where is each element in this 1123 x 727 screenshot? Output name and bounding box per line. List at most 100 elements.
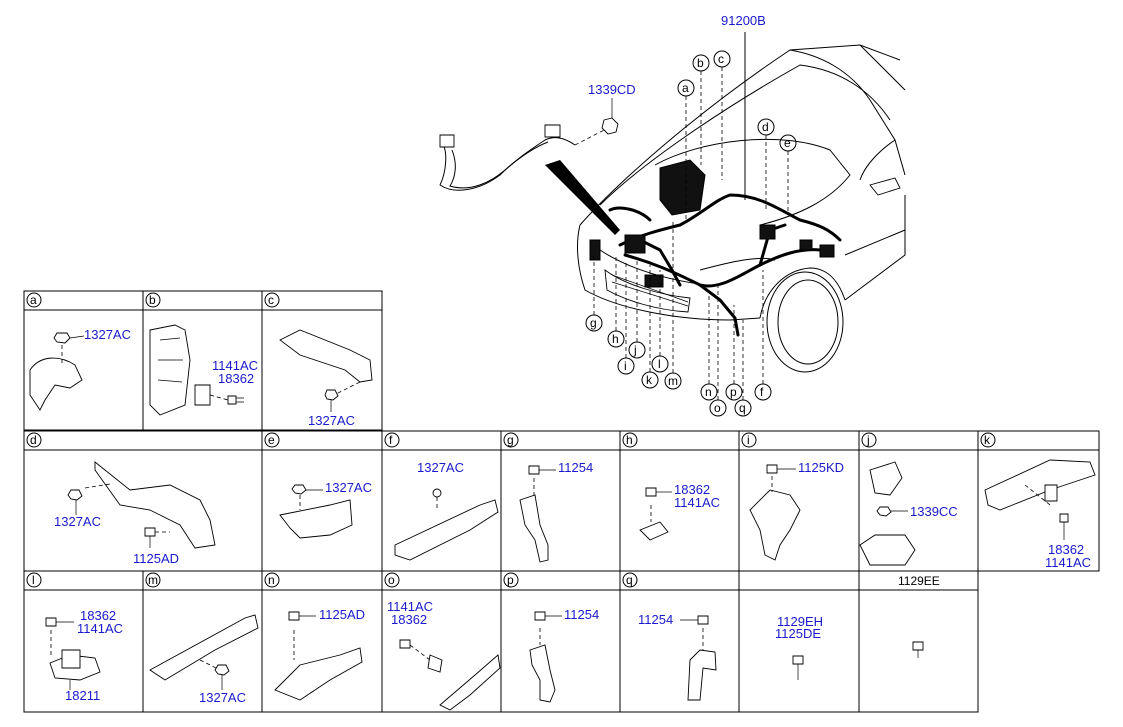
part-f-1: 1327AC [417, 460, 464, 475]
callout-label: n [705, 385, 712, 399]
part-l-3: 18211 [65, 688, 100, 703]
part-j-1: 1339CC [910, 504, 958, 519]
callout-e: e [779, 134, 797, 215]
callout-b: b [692, 54, 710, 165]
svg-text:g: g [507, 433, 514, 447]
cell-header-l: l [26, 572, 42, 588]
cell-header-q: q [622, 572, 638, 588]
part-c-1: 1327AC [308, 413, 355, 428]
part-l-2: 1141AC [77, 621, 123, 636]
cell-header-g: g [503, 432, 519, 448]
callout-label: i [624, 359, 627, 373]
part-k-2: 1141AC [1045, 555, 1091, 570]
callout-label: f [760, 385, 764, 399]
callout-i: i [617, 260, 635, 375]
part-k-1: 18362 [1048, 542, 1084, 557]
svg-text:e: e [268, 433, 275, 447]
part-d-2: 1125AD [133, 551, 179, 566]
part-o-2: 18362 [391, 612, 427, 627]
cell-header-i: i [741, 432, 757, 448]
part-h-1: 18362 [674, 482, 710, 497]
parts-grid [23, 290, 1100, 713]
callout-p: p [725, 305, 743, 401]
cell-header-p: p [503, 572, 519, 588]
callout-label: g [590, 316, 597, 330]
callout-m: m [664, 220, 682, 390]
callout-label: e [784, 136, 791, 150]
svg-text:p: p [507, 573, 514, 587]
callout-j: j [628, 260, 646, 359]
callout-label: d [762, 120, 769, 134]
part-a-1: 1327AC [84, 327, 131, 342]
part-q-1: 11254 [638, 612, 673, 627]
part-r-2: 1125DE [775, 626, 821, 641]
part-drawings [29, 324, 1096, 711]
callout-label: j [633, 343, 637, 357]
callout-label: a [682, 81, 689, 95]
svg-text:h: h [626, 433, 633, 447]
callout-c: c [713, 50, 731, 180]
part-h-2: 1141AC [674, 495, 720, 510]
part-o-1: 1141AC [387, 599, 433, 614]
callout-label: k [646, 373, 653, 387]
callout-label: h [612, 332, 619, 346]
cell-header-c: c [264, 292, 280, 308]
svg-text:k: k [984, 433, 991, 447]
cell-header-f: f [384, 432, 400, 448]
callout-d: d [757, 118, 775, 210]
svg-text:l: l [32, 573, 35, 587]
part-m-1: 1327AC [199, 690, 246, 705]
car-engine-bay-illustration [439, 32, 906, 373]
callout-label: m [668, 374, 678, 388]
svg-text:o: o [388, 573, 395, 587]
cell-header-e: e [264, 432, 280, 448]
cell-header-b: b [145, 292, 161, 308]
callout-label: c [718, 52, 724, 66]
callout-l: l [651, 270, 669, 373]
svg-text:q: q [626, 573, 633, 587]
part-g-1: 11254 [558, 460, 593, 475]
cell-header-a: a [26, 292, 42, 308]
svg-text:n: n [268, 573, 275, 587]
svg-text:d: d [30, 433, 37, 447]
callout-label: p [730, 385, 737, 399]
cell-header-h: h [622, 432, 638, 448]
part-l-1: 18362 [80, 608, 116, 623]
callout-h: h [607, 255, 625, 348]
svg-text:f: f [389, 433, 393, 447]
callout-f: f [754, 270, 772, 401]
callout-g: g [585, 255, 603, 332]
svg-text:b: b [149, 293, 156, 307]
svg-text:c: c [268, 293, 274, 307]
callout-label: b [697, 56, 704, 70]
cell-header-m: m [145, 572, 161, 588]
callout-q: q [734, 320, 752, 417]
svg-text:a: a [30, 293, 37, 307]
callout-group: a b c d e g h i j k l m n o p q f [585, 50, 797, 417]
part-b-2: 18362 [218, 371, 254, 386]
callout-k: k [641, 265, 659, 389]
callout-label: o [714, 401, 721, 415]
part-i-1: 1125KD [798, 460, 844, 475]
callout-label: l [658, 357, 661, 371]
part-number-top: 1339CD [588, 82, 636, 97]
part-n-1: 1125AD [319, 607, 365, 622]
cell-header-k: k [980, 432, 996, 448]
cell-headers: a b c d e f g h i j k l m n o p q 1129EE [26, 292, 996, 588]
callout-n: n [700, 290, 718, 401]
part-labels: 1327AC 1141AC 18362 1327AC 1327AC 1125AD… [54, 327, 1091, 705]
callout-label: q [739, 401, 746, 415]
callout-a: a [677, 79, 695, 220]
part-b-1: 1141AC [212, 358, 258, 373]
part-p-1: 11254 [564, 607, 599, 622]
cell-header-1129EE: 1129EE [898, 574, 940, 588]
cell-header-j: j [861, 432, 877, 448]
callout-o: o [709, 285, 727, 417]
part-number-main: 91200B [721, 13, 766, 28]
svg-text:m: m [148, 573, 158, 587]
svg-text:i: i [747, 433, 750, 447]
cell-header-n: n [264, 572, 280, 588]
part-d-1: 1327AC [54, 514, 101, 529]
cell-header-o: o [384, 572, 400, 588]
